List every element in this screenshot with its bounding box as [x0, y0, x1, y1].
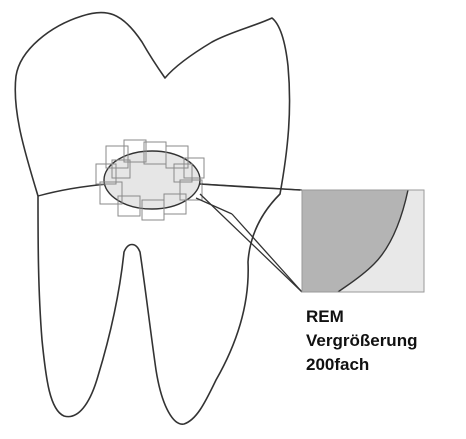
caption-line-magnification: Vergrößerung — [306, 329, 464, 353]
tooth-outline — [15, 12, 289, 424]
caption-line-factor: 200fach — [306, 353, 464, 377]
magnification-caption: REM Vergrößerung 200fach — [306, 305, 464, 377]
magnified-inset — [302, 190, 424, 292]
caption-line-method: REM — [306, 305, 464, 329]
